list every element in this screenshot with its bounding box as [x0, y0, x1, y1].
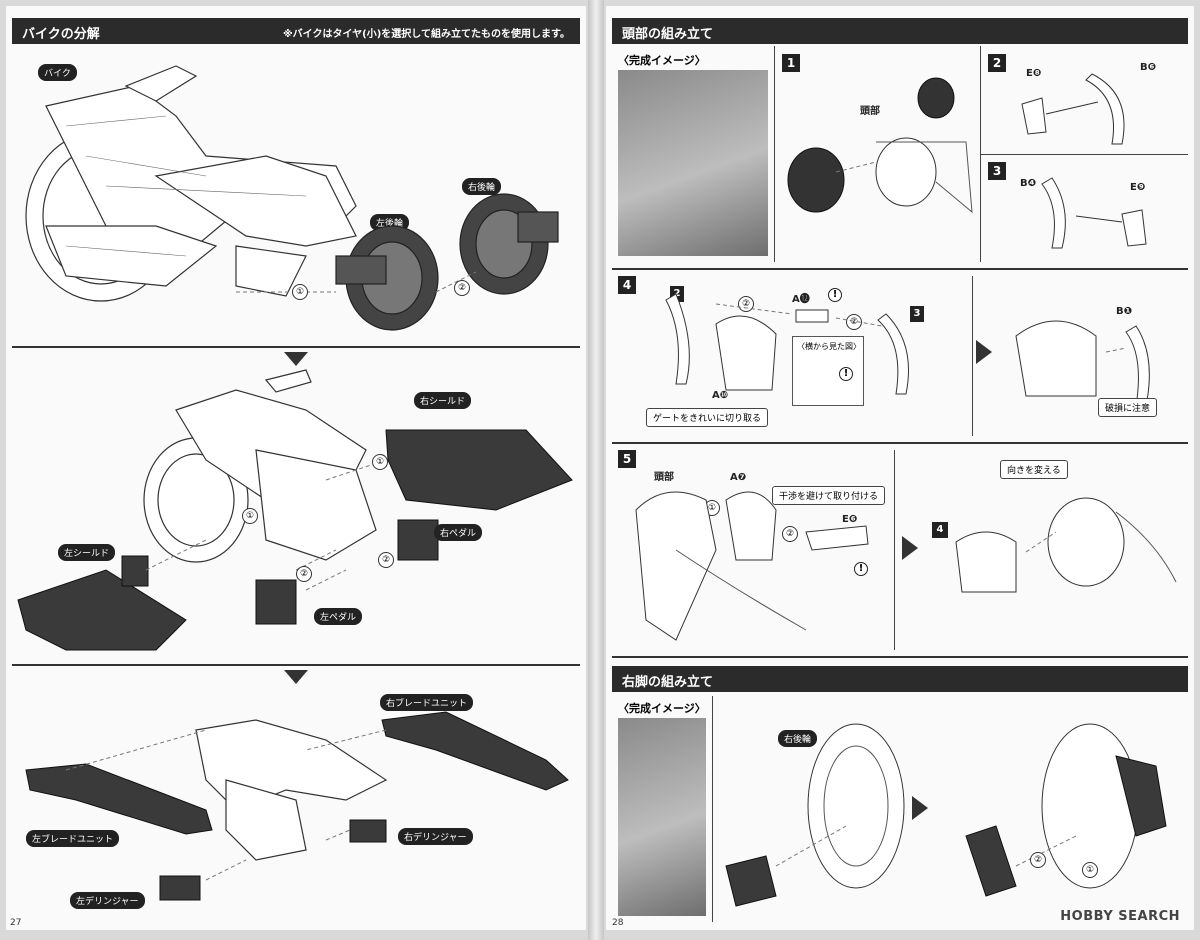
step2-illustration — [1021, 73, 1125, 145]
bike-disassembly-title: バイクの分解 — [22, 27, 100, 42]
bike-disassembly-header: バイクの分解 ※バイクはタイヤ(小)を選択して組み立てたものを使用します。 — [12, 18, 580, 44]
turn-note: 向きを変える — [1000, 460, 1068, 479]
row2-bottom-divider — [612, 442, 1188, 444]
step4-part-center: A⓬ — [792, 294, 810, 305]
step4-order-2: ② — [846, 314, 862, 330]
label-bike: バイク — [38, 64, 77, 81]
head-assembly-title: 頭部の組み立て — [622, 27, 714, 42]
step4-order-1: ② — [738, 296, 754, 312]
leg-complete-photo — [618, 718, 706, 916]
step4-part-right: B❶ — [1116, 306, 1133, 317]
row1-bottom-divider — [612, 268, 1188, 270]
step4-number: 4 — [618, 276, 636, 294]
step4-caution-icon-1: ! — [828, 288, 842, 302]
row1-divider-a — [774, 46, 775, 262]
step4-ref-right: 3 — [910, 306, 924, 322]
step5-ref: 4 — [932, 522, 948, 538]
bike-note: ※バイクはタイヤ(小)を選択して組み立てたものを使用します。 — [282, 29, 570, 40]
down-arrow-2 — [284, 670, 308, 684]
right-page: 頭部の組み立て 〈完成イメージ〉 1 頭部 2 E❽ B❻ 3 B❹ E❾ 4 … — [606, 6, 1194, 930]
rear-wheels-illustration — [236, 193, 559, 331]
leg-divider — [712, 696, 713, 922]
leg-illustration — [725, 723, 1167, 907]
order-mark-4: ② — [378, 552, 394, 568]
down-arrow-1 — [284, 352, 308, 366]
leg-complete-image-label: 〈完成イメージ〉 — [618, 702, 706, 715]
label-right-rear-wheel-leg: 右後輪 — [778, 730, 818, 747]
bike-shields-illustration — [17, 369, 573, 651]
leg-right-arrow — [912, 796, 928, 820]
step3-part-b: E❾ — [1130, 182, 1146, 193]
step4-caution-icon-2: ! — [839, 367, 853, 381]
step5-head-label: 頭部 — [654, 472, 674, 483]
step1-number: 1 — [782, 54, 800, 72]
leg-order-1: ① — [1082, 862, 1098, 878]
damage-note: 破損に注意 — [1098, 398, 1158, 417]
label-left-blade-unit: 左ブレードユニット — [26, 830, 120, 847]
divider-1 — [12, 346, 580, 348]
step5-illustration — [635, 491, 869, 641]
book-spine — [588, 0, 604, 940]
interference-note: 干渉を避けて取り付ける — [772, 486, 886, 505]
gate-note: ゲートをきれいに切り取る — [646, 408, 769, 427]
label-left-derringer: 左デリンジャー — [70, 892, 145, 909]
head-assembly-header: 頭部の組み立て — [612, 18, 1188, 44]
step5-result-illustration — [955, 497, 1177, 593]
order-mark-6: ① — [242, 508, 258, 524]
label-right-blade-unit: 右ブレードユニット — [380, 694, 474, 711]
leg-assembly-header: 右脚の組み立て — [612, 666, 1188, 692]
head-complete-photo — [618, 70, 768, 256]
side-view-box: 〈横から見た図〉 ! — [792, 336, 864, 406]
right-page-number: 28 — [612, 918, 624, 928]
divider-2 — [12, 664, 580, 666]
step4-part-bottom: A❿ — [712, 390, 729, 401]
step5-part-a: A❼ — [730, 472, 747, 483]
step2-number: 2 — [988, 54, 1006, 72]
step3-part-a: B❹ — [1020, 178, 1037, 189]
label-right-rear-wheel: 右後輪 — [462, 178, 502, 195]
side-view-label: 〈横から見た図〉 — [797, 342, 861, 351]
watermark-logo: HOBBY SEARCH — [1060, 909, 1180, 924]
row3-divider — [894, 450, 895, 650]
label-right-pedal: 右ペダル — [434, 524, 483, 541]
left-page: バイクの分解 ※バイクはタイヤ(小)を選択して組み立てたものを使用します。 バイ… — [6, 6, 586, 930]
step5-right-arrow — [902, 536, 918, 560]
label-right-shield: 右シールド — [414, 392, 472, 409]
bike-blades-illustration — [25, 711, 569, 901]
step2-part-b: B❻ — [1140, 62, 1157, 73]
order-mark-1: ① — [292, 284, 308, 300]
step5-part-e: E❻ — [842, 514, 858, 525]
leg-assembly-title: 右脚の組み立て — [622, 675, 714, 690]
order-mark-2: ② — [454, 280, 470, 296]
bike-illustration — [25, 65, 357, 302]
label-right-derringer: 右デリンジャー — [398, 828, 473, 845]
order-mark-3: ① — [372, 454, 388, 470]
leg-order-2: ② — [1030, 852, 1046, 868]
step5-order-2: ② — [782, 526, 798, 542]
step1-head-label: 頭部 — [860, 106, 880, 117]
step2-part-a: E❽ — [1026, 68, 1042, 79]
label-left-shield: 左シールド — [58, 544, 116, 561]
step5-number: 5 — [618, 450, 636, 468]
left-page-number: 27 — [10, 918, 22, 928]
row1-divider-c — [980, 154, 1188, 155]
step1-illustration — [787, 77, 973, 214]
row3-bottom-divider — [612, 656, 1188, 658]
head-complete-image-label: 〈完成イメージ〉 — [618, 54, 706, 67]
order-mark-5: ② — [296, 566, 312, 582]
step4-result-illustration — [1015, 320, 1150, 407]
row2-divider — [972, 276, 973, 436]
step3-illustration — [1041, 177, 1147, 249]
step5-caution-icon: ! — [854, 562, 868, 576]
label-left-pedal: 左ペダル — [314, 608, 363, 625]
step4-illustration — [665, 293, 909, 395]
step4-right-arrow — [976, 340, 992, 364]
step3-number: 3 — [988, 162, 1006, 180]
